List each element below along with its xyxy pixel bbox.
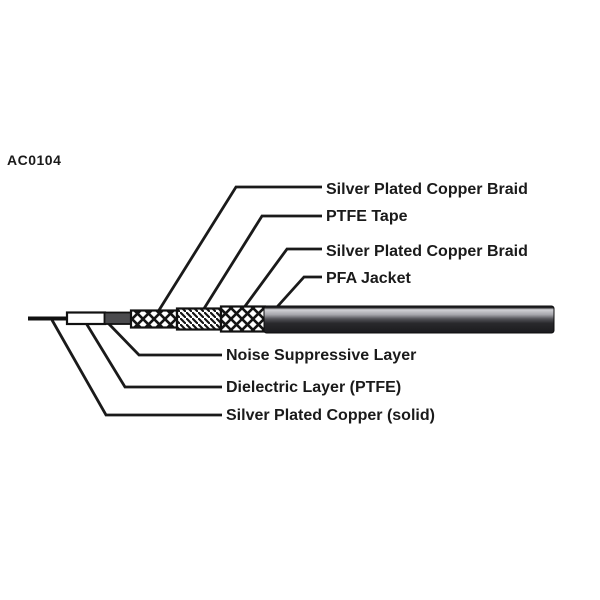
braid-outer-layer (219, 305, 267, 333)
braid-inner-layer (129, 309, 179, 329)
label-dielectric-layer: Dielectric Layer (PTFE) (226, 379, 402, 396)
leader-line-pfa-jacket (275, 275, 322, 308)
part-number: AC0104 (7, 152, 62, 168)
ptfe-tape-layer (175, 307, 223, 331)
leader-line-braid-inner (241, 247, 322, 310)
label-center-conductor: Silver Plated Copper (solid) (226, 407, 435, 424)
leader-line-noise-layer (106, 322, 222, 357)
label-pfa-jacket: PFA Jacket (326, 270, 411, 287)
label-noise-suppressive-layer: Noise Suppressive Layer (226, 347, 417, 364)
label-braid-outer: Silver Plated Copper Braid (326, 181, 528, 198)
center-conductor-layer (28, 316, 69, 321)
dielectric-layer (65, 311, 107, 326)
label-braid-inner: Silver Plated Copper Braid (326, 243, 528, 260)
leader-line-ptfe-tape (198, 214, 322, 316)
label-ptfe-tape: PTFE Tape (326, 208, 408, 225)
leader-line-braid-outer (154, 185, 322, 316)
leader-line-center-conductor (50, 319, 222, 417)
noise-suppressive-layer (103, 311, 133, 325)
pfa-jacket-layer (263, 305, 555, 334)
leader-line-dielectric (84, 322, 222, 389)
